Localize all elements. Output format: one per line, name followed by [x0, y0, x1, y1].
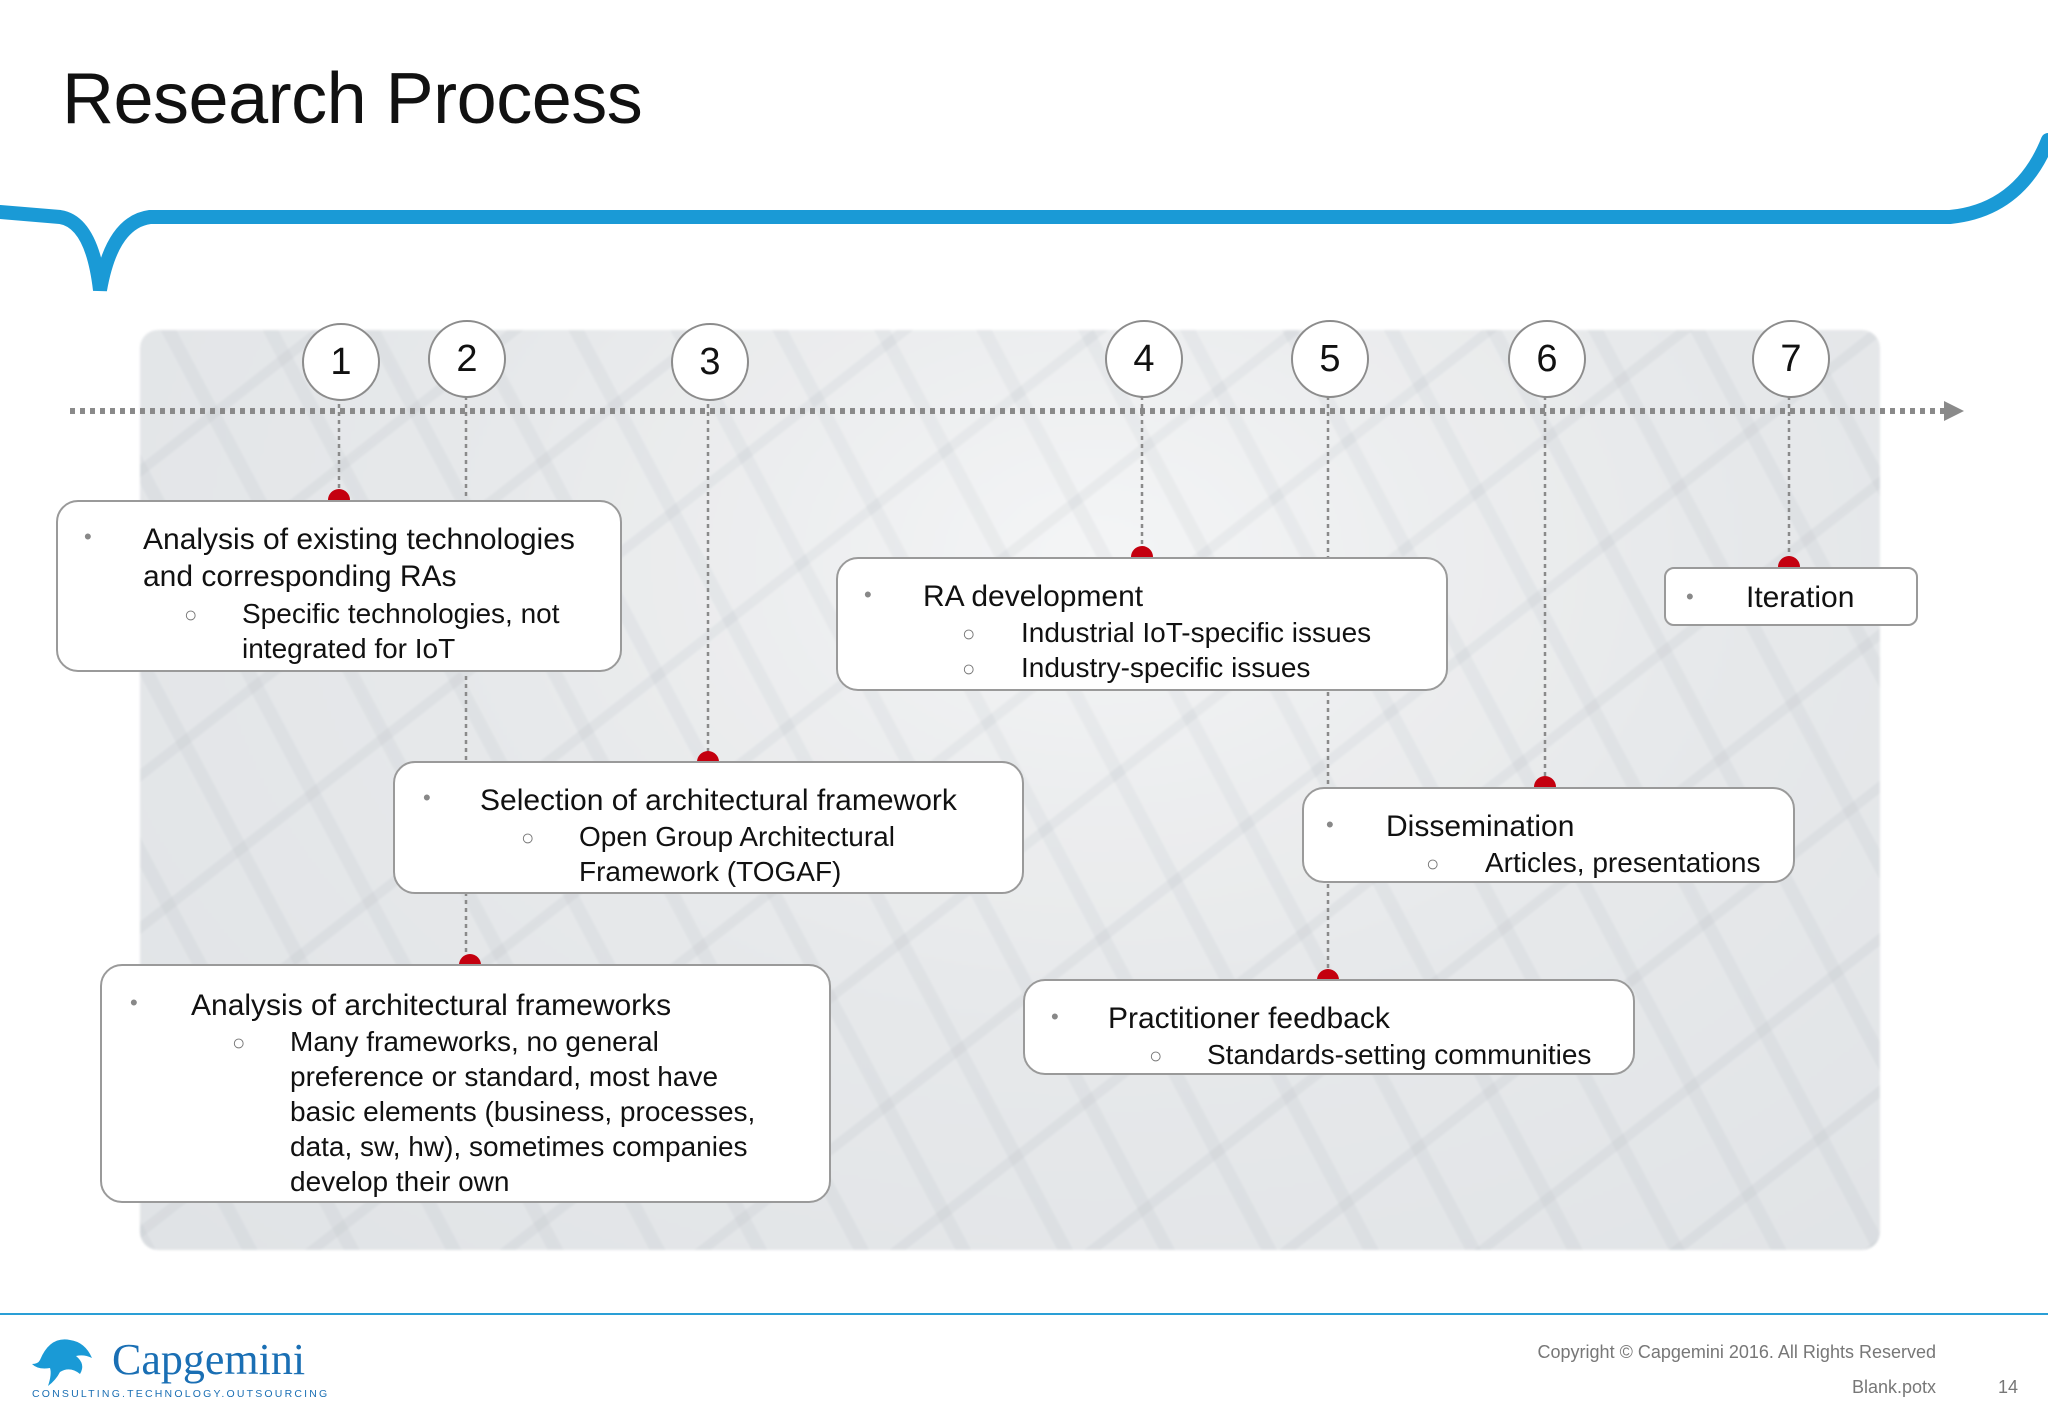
page-number: 14 [1997, 1377, 2018, 1397]
bullet-circle: ○ [184, 602, 198, 627]
slide-title: Research Process [62, 59, 643, 139]
box-analysis-technologies: • Analysis of existing technologies and … [56, 500, 622, 672]
bullet-dot: • [1051, 1004, 1059, 1029]
footer-divider [0, 1313, 2048, 1315]
box-sub-text: Open Group Architectural [579, 821, 895, 852]
box-main-text: RA development [923, 580, 1144, 613]
box-main-text: Practitioner feedback [1108, 1002, 1390, 1035]
spade-icon: Capgemini CONSULTING.TECHNOLOGY.OUTSOURC… [32, 1335, 329, 1400]
box-sub-text-cont: data, sw, hw), sometimes companies [290, 1131, 748, 1162]
bullet-circle: ○ [232, 1030, 246, 1055]
bullet-dot: • [1686, 584, 1694, 609]
header-swoosh [0, 133, 2048, 292]
box-sub-text-cont: preference or standard, most have [290, 1061, 719, 1092]
box-main-text: Dissemination [1386, 810, 1575, 843]
box-practitioner-feedback: • Practitioner feedback ○ Standards-sett… [1023, 979, 1635, 1075]
box-sub-text-cont: develop their own [290, 1166, 510, 1197]
logo-wordmark: Capgemini [112, 1335, 305, 1384]
bullet-circle: ○ [962, 656, 976, 681]
bullet-circle: ○ [521, 825, 535, 850]
box-main-text: Analysis of architectural frameworks [191, 989, 672, 1022]
bullet-circle: ○ [1149, 1043, 1163, 1068]
box-sub-text: Many frameworks, no general [290, 1026, 659, 1057]
box-analysis-frameworks: • Analysis of architectural frameworks ○… [100, 964, 831, 1203]
bullet-dot: • [864, 582, 872, 607]
box-main-text-cont: and corresponding RAs [143, 560, 457, 593]
box-sub-text-cont: basic elements (business, processes, [290, 1096, 756, 1127]
box-main-text: Analysis of existing technologies [143, 523, 575, 556]
box-iteration: • Iteration [1664, 567, 1918, 626]
box-main-text: Selection of architectural framework [480, 784, 957, 817]
bullet-dot: • [130, 990, 138, 1015]
bullet-dot: • [84, 524, 92, 549]
step-5: 5 [1291, 320, 1369, 398]
timeline-arrowhead [1944, 401, 1964, 421]
box-sub-text-cont: Framework (TOGAF) [579, 856, 842, 887]
box-sub-text: Industry-specific issues [1021, 652, 1311, 683]
step-3: 3 [671, 323, 749, 401]
box-sub-text: Articles, presentations [1485, 847, 1761, 878]
template-name: Blank.potx [1851, 1377, 1936, 1397]
step-4: 4 [1105, 320, 1183, 398]
box-main-text: Iteration [1746, 581, 1855, 614]
step-6: 6 [1508, 320, 1586, 398]
bullet-circle: ○ [962, 621, 976, 646]
box-sub-text: Industrial IoT-specific issues [1021, 617, 1372, 648]
copyright-text: Copyright © Capgemini 2016. All Rights R… [1537, 1342, 1936, 1362]
box-ra-development: • RA development ○ Industrial IoT-specif… [836, 557, 1448, 691]
bullet-circle: ○ [1426, 851, 1440, 876]
step-2: 2 [428, 320, 506, 398]
box-sub-text: Standards-setting communities [1207, 1039, 1592, 1070]
logo-tagline: CONSULTING.TECHNOLOGY.OUTSOURCING [32, 1388, 329, 1400]
step-7: 7 [1752, 320, 1830, 398]
box-selection-framework: • Selection of architectural framework ○… [393, 761, 1024, 894]
box-sub-text: Specific technologies, not [242, 598, 560, 629]
box-dissemination: • Dissemination ○ Articles, presentation… [1302, 787, 1795, 883]
bullet-dot: • [1326, 812, 1334, 837]
capgemini-logo: Capgemini CONSULTING.TECHNOLOGY.OUTSOURC… [30, 1330, 330, 1405]
box-sub-text-cont: integrated for IoT [242, 633, 456, 664]
bullet-dot: • [423, 785, 431, 810]
step-1: 1 [302, 323, 380, 401]
